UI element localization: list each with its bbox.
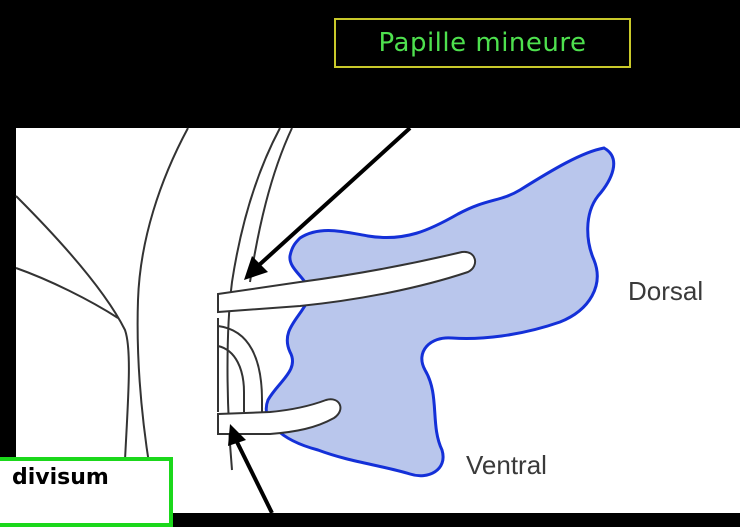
callout-text: Papille mineure: [379, 28, 587, 58]
diagram-stage: Papille mineure Dorsal Ventral divisum: [0, 0, 740, 513]
callout-minor-papilla: Papille mineure: [334, 18, 631, 68]
label-dorsal: Dorsal: [628, 276, 703, 307]
corner-label-box: divisum: [0, 457, 173, 527]
corner-label-text: divisum: [12, 465, 109, 490]
pancreas-diagram: [0, 0, 740, 513]
label-ventral: Ventral: [466, 450, 547, 481]
